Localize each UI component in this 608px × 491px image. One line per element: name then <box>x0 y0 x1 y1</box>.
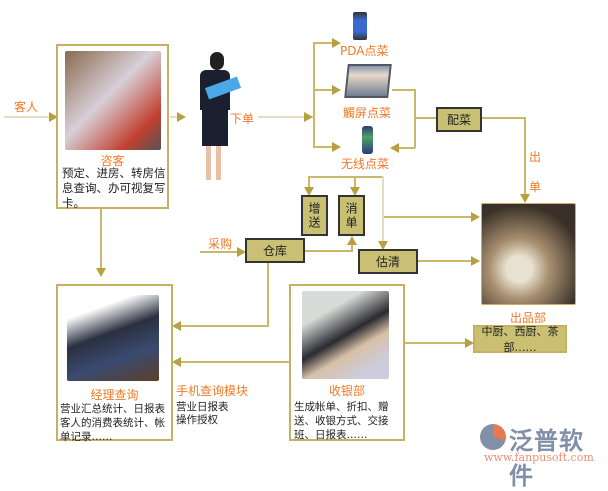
kitchen-title: 出品部 <box>510 311 547 325</box>
arrow <box>520 194 530 203</box>
kitchen-photo <box>481 203 576 305</box>
cancel-box: 消单 <box>338 195 365 236</box>
touchscreen-icon <box>344 64 392 98</box>
ordering-pda-label: PDA点菜 <box>340 44 389 58</box>
order-label: 下单 <box>230 112 255 126</box>
connector <box>200 251 238 253</box>
arrow <box>96 268 106 277</box>
fanpu-logo-icon <box>480 424 506 450</box>
arrow <box>350 187 360 196</box>
arrow <box>237 247 246 257</box>
connector <box>392 89 415 91</box>
receptionist-photo <box>65 51 161 150</box>
mobile-module-line-1: 营业日报表 <box>176 401 229 413</box>
arrow <box>347 236 357 245</box>
connector <box>308 176 310 188</box>
connector <box>313 42 335 44</box>
connector <box>180 325 269 327</box>
manager-desc: 营业汇总统计、日报表客人的消费表统计、帐单记录…… <box>60 403 165 443</box>
connector <box>418 260 472 262</box>
connector <box>100 209 102 269</box>
arrow <box>332 85 341 95</box>
reception-card: 咨客 预定、进房、转房信息查询、办可视复写卡。 <box>56 44 169 210</box>
cashier-title: 收银部 <box>328 384 365 398</box>
out-order-label-2: 单 <box>529 180 542 194</box>
mobile-module-line-2: 操作授权 <box>176 414 218 426</box>
arrow <box>49 112 58 122</box>
purchase-label: 采购 <box>208 237 233 251</box>
connector <box>354 176 356 188</box>
connector <box>482 117 526 119</box>
sold-out-box: 估清 <box>358 249 418 274</box>
cashier-card: 收银部 生成帐单、折扣、赠送、收银方式、交接班、日报表…… <box>289 284 405 441</box>
guest-label: 客人 <box>14 100 39 114</box>
arrow <box>304 187 314 196</box>
arrow <box>172 357 181 367</box>
ordering-touch-label: 觸屏点菜 <box>343 106 392 120</box>
connector <box>351 244 353 252</box>
reception-desc: 预定、进房、转房信息查询、办可视复写卡。 <box>62 166 166 210</box>
connector <box>414 89 416 148</box>
connector <box>308 176 383 178</box>
cashier-desc: 生成帐单、折扣、赠送、收银方式、交接班、日报表…… <box>294 401 389 441</box>
arrow <box>332 38 341 48</box>
arrow <box>172 321 181 331</box>
arrow <box>332 142 341 152</box>
connector <box>4 116 50 118</box>
reception-title: 咨客 <box>100 154 125 168</box>
arrow <box>378 241 388 250</box>
connector <box>382 176 384 242</box>
pda-icon <box>353 12 367 40</box>
connector <box>258 116 313 118</box>
arrow <box>465 338 474 348</box>
connector <box>416 117 438 119</box>
connector <box>405 342 466 344</box>
warehouse-box: 仓库 <box>245 238 305 263</box>
connector <box>384 216 472 218</box>
connector <box>267 263 269 327</box>
manager-card: 经理查询 营业汇总统计、日报表客人的消费表统计、帐单记录…… <box>56 284 173 443</box>
connector <box>313 42 315 147</box>
waitress-figure <box>192 52 250 186</box>
connector <box>398 147 415 149</box>
connector <box>305 250 352 252</box>
manager-title: 经理查询 <box>90 388 139 402</box>
side-dish-box: 配菜 <box>436 107 482 132</box>
connector <box>524 117 526 195</box>
manager-photo <box>67 295 159 381</box>
arrow <box>177 112 186 122</box>
logo-url: www.fanpusoft.com <box>484 451 594 464</box>
mobile-phone-icon <box>362 126 373 154</box>
connector <box>170 116 178 118</box>
arrow <box>471 212 480 222</box>
connector <box>313 89 335 91</box>
ordering-wireless-label: 无线点菜 <box>341 157 390 171</box>
gift-box: 增送 <box>301 195 328 236</box>
arrow <box>390 143 399 153</box>
mobile-module-title: 手机查询模块 <box>176 384 249 398</box>
connector <box>180 361 290 363</box>
cashier-photo <box>302 291 389 379</box>
arrow <box>304 112 313 122</box>
out-order-label-1: 出 <box>529 150 542 164</box>
arrow <box>471 256 480 266</box>
kitchen-desc: 中厨、西厨、茶部…… <box>473 325 567 354</box>
connector <box>313 146 335 148</box>
